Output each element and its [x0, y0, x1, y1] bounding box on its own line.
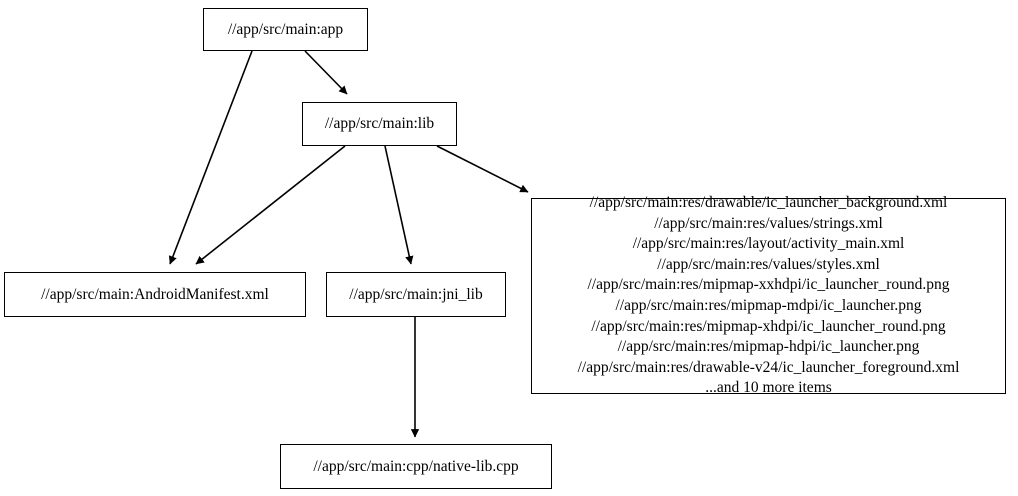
- node-lib-label: //app/src/main:lib: [324, 115, 435, 133]
- node-app[interactable]: //app/src/main:app: [203, 8, 368, 51]
- edge-app-to-manifest: [168, 50, 253, 265]
- node-resources-group[interactable]: //app/src/main:res/drawable/ic_launcher_…: [531, 194, 1006, 396]
- node-native-lib-cpp[interactable]: //app/src/main:cpp/native-lib.cpp: [280, 444, 552, 489]
- node-jni-lib-label: //app/src/main:jni_lib: [349, 285, 483, 303]
- node-jni-lib[interactable]: //app/src/main:jni_lib: [326, 272, 506, 317]
- edge-app-to-lib: [304, 50, 348, 95]
- node-lib[interactable]: //app/src/main:lib: [302, 102, 457, 146]
- node-native-lib-cpp-label: //app/src/main:cpp/native-lib.cpp: [313, 457, 519, 475]
- edge-lib-to-manifest: [195, 145, 346, 265]
- edge-lib-to-resources: [436, 145, 529, 193]
- node-app-label: //app/src/main:app: [227, 20, 344, 38]
- node-android-manifest-label: //app/src/main:AndroidManifest.xml: [41, 285, 269, 303]
- edge-lib-to-jni-lib: [384, 145, 414, 265]
- node-android-manifest[interactable]: //app/src/main:AndroidManifest.xml: [4, 272, 306, 317]
- node-resources-group-label: //app/src/main:res/drawable/ic_launcher_…: [577, 193, 960, 397]
